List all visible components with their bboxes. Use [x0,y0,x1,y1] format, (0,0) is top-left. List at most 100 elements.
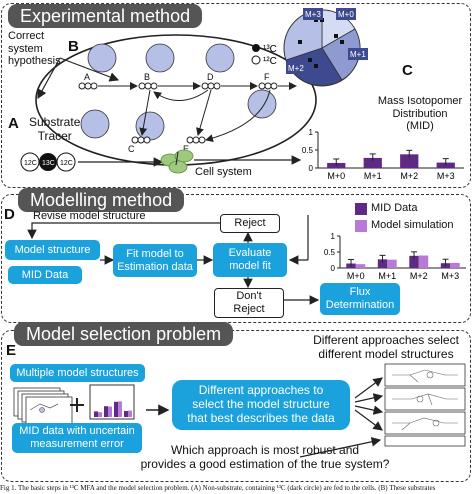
y-tick-label: 0 [331,264,336,273]
experimental-method-title: Experimental method [8,4,203,28]
chain-node [201,82,209,90]
model-structure-box: Model structure [5,240,100,260]
chain-node [78,82,86,90]
network-thumbnails [384,363,466,447]
chain-node [207,82,215,90]
hypothesis-arrow-left [37,57,61,100]
fit-model-line-1: Fit model to [126,247,184,260]
flow-arrow [139,89,151,136]
network-thumbnail [384,435,466,447]
multiple-models-box: Multiple model structures [10,364,145,382]
chain-node [264,82,272,90]
legend-model-simulation: Model simulation [355,217,454,234]
pie-tags: M+3 M+0 M+1 M+2 [286,8,368,74]
bar-M+1 [363,157,382,168]
node-label-e: E [183,144,189,154]
chain-node [143,136,151,144]
legend-12c: ¹²C [263,56,277,67]
bar-M+3 [450,262,460,268]
approaches-box: Different approaches to select the model… [172,380,350,430]
bar-M+2 [409,255,419,268]
bar-M+2 [400,154,419,168]
dont-reject-line-2: Reject [233,303,265,315]
plus-icon [70,398,84,412]
x-tick-label: M+2 [410,271,428,281]
pie-tag-m0: M+0 [338,10,354,19]
mid-uncertain-box: MID data with uncertain measurement erro… [12,423,142,453]
network-thumbnail [384,411,466,435]
pie-carbon-dot [308,58,312,62]
chain-node [90,82,98,90]
different-select-line-2: different model structures [318,346,454,361]
molecule-circle-2 [145,43,175,73]
approach-arrow [354,393,384,403]
y-tick-label: 0.5 [324,248,336,257]
mid-title-line-1: Mass Isotopomer [377,95,463,107]
label-d: D [4,206,15,223]
pie-tag-m1: M+1 [350,50,366,59]
chain-node [270,82,278,90]
chart2-legend: MID Data Model simulation [355,200,454,234]
modelling-method-title: Modelling method [18,188,185,212]
fit-model-box: Fit model to Estimation data [113,244,197,277]
flux-line-2: Determination [325,299,395,311]
different-select-label: Different approaches select different mo… [300,333,472,362]
hypothesis-label: Correct system hypothesis [8,30,61,68]
mid-uncertain-line-1: MID data with uncertain [19,425,135,438]
reject-box: Reject [220,214,280,233]
approaches-line-2: select the model structure [192,397,330,412]
substrate-molecule: 12C 13C 12C [20,152,76,172]
mini-bar [108,406,112,417]
substrate-atom-12c-left-label: 12C [24,160,37,167]
y-tick-label: 0 [309,164,314,173]
thumbnail-detail [392,417,458,431]
mid-title-line-3: (MID) [406,120,434,133]
molecule-circles [80,43,277,141]
x-tick-label: M+0 [327,171,345,181]
legend-13c-dot [252,44,260,52]
mid-uncertain-line-2: measurement error [30,438,124,450]
y-tick-label: 1 [309,128,314,137]
node-label-a: A [84,72,90,82]
label-a: A [8,115,19,132]
different-select-line-1: Different approaches select [313,333,459,347]
pie-carbon-dot [334,34,338,38]
substrate-atom-12c-right-label: 12C [60,160,73,167]
x-tick-label: M+1 [378,271,396,281]
x-tick-label: M+1 [364,171,382,181]
question-label: Which approach is most robust and provid… [120,443,410,472]
dont-reject-line-1: Don't [236,290,262,303]
chain-node [258,82,266,90]
mid-data-box: MID Data [8,266,82,284]
thumbnail-detail [432,419,440,427]
flow-arrows [98,82,297,143]
flow-arrow [205,89,271,143]
node-label-f: F [264,72,270,82]
pie-tag-bg-m0 [336,8,356,20]
model-selection-title: Model selection problem [14,322,234,346]
evaluate-line-1: Evaluate [228,247,272,260]
chain-node [137,136,145,144]
chain-node [144,82,152,90]
mid-title: Mass Isotopomer Distribution (MID) [370,95,470,133]
substrate-atom-13c [39,153,57,171]
figure-caption: Fig 1. The basic steps in ¹³C MFA and th… [0,484,436,492]
pie-carbon-dot [340,40,344,44]
thumbnail-detail [392,369,458,383]
flux-determination-box: Flux Determination [320,283,400,315]
thumbnail-detail [426,371,434,379]
y-tick-label: 0.5 [302,146,314,155]
approaches-line-3: that best describes the data [187,410,335,425]
chain-node [186,136,194,144]
mini-bar [98,412,102,417]
model-sheet-network [29,403,59,411]
cell [174,149,194,163]
chain-node [150,82,158,90]
hypothesis-line-3: hypothesis [8,55,61,68]
molecule-circle-1 [87,43,117,73]
mid-title-line-2: Distribution [392,107,448,120]
bar-M+2 [418,255,429,268]
pie-tag-m3: M+3 [305,10,321,19]
